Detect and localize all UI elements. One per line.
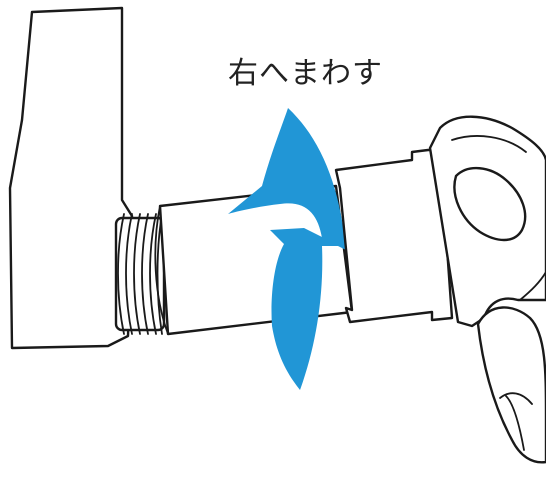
instruction-label: 右へまわす — [228, 48, 383, 92]
hand-thumb — [478, 307, 546, 462]
wall-bracket — [10, 8, 132, 348]
